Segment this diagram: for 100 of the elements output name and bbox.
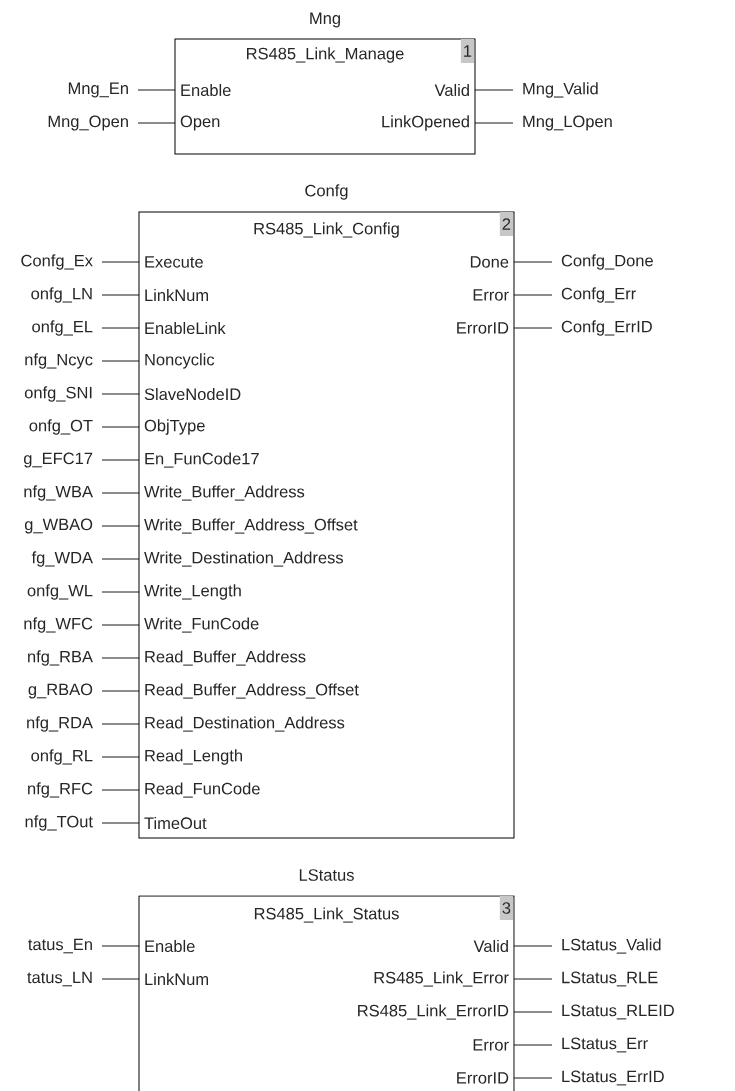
connection-line bbox=[101, 393, 140, 395]
variable-name: g_RBAO bbox=[28, 683, 93, 699]
connection-line bbox=[513, 978, 553, 980]
pin-name: Done bbox=[470, 256, 509, 268]
instance-name: Confg bbox=[305, 184, 348, 200]
connection-line bbox=[474, 89, 514, 91]
connection-line bbox=[513, 261, 553, 263]
pin-name: LinkNum bbox=[145, 972, 208, 986]
connection-line bbox=[101, 978, 140, 980]
connection-line bbox=[101, 525, 140, 527]
connection-line bbox=[101, 690, 140, 692]
pin-name: EnableLink bbox=[145, 321, 226, 335]
connection-line bbox=[101, 426, 140, 428]
variable-name: onfg_EL bbox=[32, 320, 93, 336]
pin-name: ErrorID bbox=[457, 1072, 509, 1084]
variable-name: Confg_Done bbox=[561, 254, 653, 270]
connection-line bbox=[101, 723, 140, 725]
connection-line bbox=[101, 822, 140, 824]
pin-name: ObjType bbox=[144, 419, 205, 435]
variable-name: tatus_LN bbox=[27, 971, 92, 987]
function-block bbox=[138, 184, 515, 839]
block-number: 3 bbox=[499, 896, 513, 920]
variable-name: LStatus_RLE bbox=[562, 971, 658, 987]
pin-name: Read_Buffer_Address_Offset bbox=[145, 683, 359, 699]
variable-name: g_WBAO bbox=[24, 518, 93, 534]
pin-name: Noncyclic bbox=[145, 353, 215, 369]
variable-name: onfg_LN bbox=[31, 287, 92, 303]
variable-name: Mng_Valid bbox=[523, 82, 598, 98]
pin-name: Read_Length bbox=[145, 749, 242, 765]
pin-name: En_FunCode17 bbox=[145, 452, 259, 468]
pin-name: Write_Destination_Address bbox=[144, 551, 343, 567]
variable-name: onfg_OT bbox=[29, 419, 93, 435]
variable-name: nfg_Ncyc bbox=[25, 353, 93, 369]
variable-name: nfg_WBA bbox=[24, 485, 93, 501]
pin-name: LinkOpened bbox=[382, 115, 469, 131]
variable-name: LStatus_RLEID bbox=[562, 1004, 674, 1020]
variable-name: onfg_WL bbox=[27, 584, 93, 600]
pin-name: ErrorID bbox=[457, 322, 509, 334]
variable-name: g_EFC17 bbox=[24, 452, 93, 468]
connection-line bbox=[101, 558, 140, 560]
pin-name: Valid bbox=[473, 939, 508, 953]
connection-line bbox=[101, 945, 140, 947]
connection-line bbox=[137, 89, 176, 91]
block-type-name: RS485_Link_Manage bbox=[247, 47, 404, 63]
connection-line bbox=[101, 261, 140, 263]
block-number: 2 bbox=[499, 212, 513, 236]
connection-line bbox=[101, 789, 140, 791]
pin-name: Write_Buffer_Address_Offset bbox=[144, 518, 358, 534]
pin-name: Read_Destination_Address bbox=[145, 716, 345, 732]
connection-line bbox=[101, 327, 140, 329]
instance-name: LStatus bbox=[299, 869, 354, 881]
pin-name: Enable bbox=[145, 939, 195, 953]
instance-name: Mng bbox=[310, 12, 340, 28]
variable-name: Confg_ErrID bbox=[561, 320, 652, 336]
pin-name: TimeOut bbox=[144, 816, 207, 830]
connection-line bbox=[513, 945, 553, 947]
connection-line bbox=[101, 657, 140, 659]
pin-name: Open bbox=[180, 115, 220, 131]
pin-name: Write_FunCode bbox=[144, 617, 259, 633]
pin-name: Write_Buffer_Address bbox=[144, 485, 305, 501]
variable-name: Mng_LOpen bbox=[523, 115, 612, 131]
pin-name: LinkNum bbox=[145, 288, 208, 302]
function-block bbox=[138, 869, 515, 1091]
pin-name: RS485_Link_Error bbox=[374, 971, 509, 987]
connection-line bbox=[101, 756, 140, 758]
variable-name: LStatus_ErrID bbox=[562, 1070, 664, 1086]
variable-name: LStatus_Valid bbox=[562, 938, 661, 954]
variable-name: Mng_En bbox=[68, 82, 128, 98]
connection-line bbox=[474, 122, 514, 124]
variable-name: nfg_RFC bbox=[28, 782, 93, 798]
connection-line bbox=[513, 1044, 553, 1046]
connection-line bbox=[101, 624, 140, 626]
variable-name: nfg_RBA bbox=[28, 650, 93, 666]
block-type-name: RS485_Link_Status bbox=[254, 907, 399, 923]
pin-name: Error bbox=[473, 289, 509, 301]
variable-name: fg_WDA bbox=[31, 551, 93, 567]
pin-name: SlaveNodeID bbox=[144, 387, 241, 401]
variable-name: onfg_RL bbox=[31, 749, 93, 765]
pin-name: Error bbox=[473, 1039, 509, 1051]
connection-line bbox=[101, 360, 140, 362]
variable-name: nfg_WFC bbox=[24, 617, 93, 633]
variable-name: LStatus_Err bbox=[562, 1037, 648, 1053]
variable-name: nfg_TOut bbox=[25, 815, 93, 831]
block-number: 1 bbox=[460, 39, 474, 63]
pin-name: Read_FunCode bbox=[145, 782, 260, 798]
variable-name: tatus_En bbox=[28, 938, 92, 954]
pin-name: Read_Buffer_Address bbox=[145, 650, 306, 666]
connection-line bbox=[101, 294, 140, 296]
block-type-name: RS485_Link_Config bbox=[254, 222, 399, 238]
variable-name: Mng_Open bbox=[48, 115, 128, 131]
connection-line bbox=[101, 492, 140, 494]
pin-name: Write_Length bbox=[144, 584, 241, 600]
pin-name: Enable bbox=[181, 83, 231, 97]
connection-line bbox=[137, 122, 176, 124]
connection-line bbox=[513, 327, 553, 329]
connection-line bbox=[513, 1077, 553, 1079]
pin-name: Execute bbox=[145, 256, 203, 268]
function-block bbox=[174, 12, 476, 155]
connection-line bbox=[513, 1011, 553, 1013]
variable-name: Confg_Err bbox=[561, 287, 636, 303]
